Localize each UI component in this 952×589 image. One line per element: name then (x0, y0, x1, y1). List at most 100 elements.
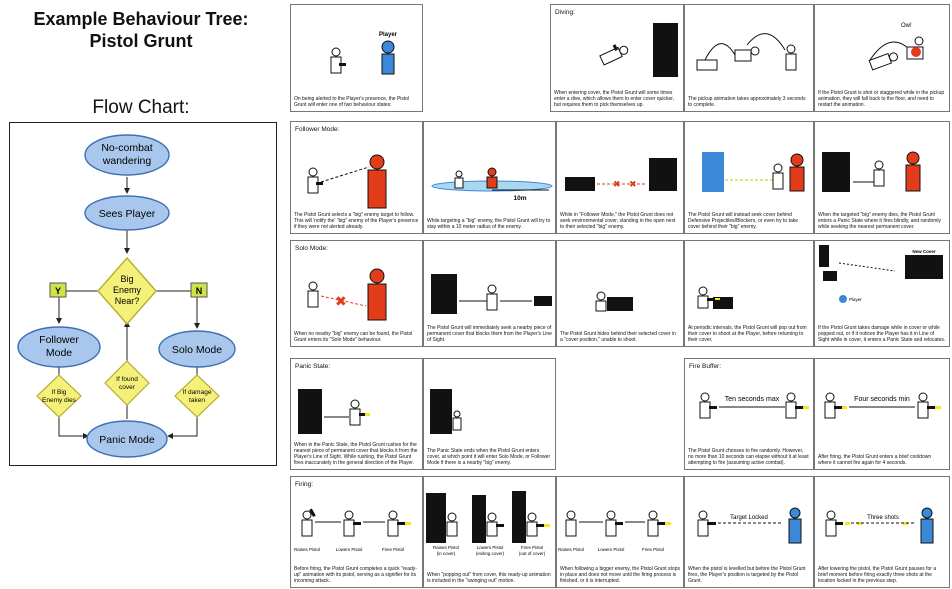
lowers-label: Lowers Pistol (336, 547, 363, 552)
decision-l2: Enemy (113, 285, 142, 295)
permanent-cover (298, 389, 322, 434)
grunt-standing (785, 44, 797, 71)
fires-label: Fires Pistol (382, 547, 404, 552)
follower-label: Follower Mode: (295, 126, 340, 133)
firing-caption-5: After lowering the pistol, the Pistol Gr… (818, 566, 937, 584)
follower-caption-1: The Pistol Grunt selects a "big" enemy t… (294, 212, 419, 230)
three-shots-label: Three shots (867, 515, 899, 521)
flow-chart: No-combat wandering Sees Player Big Enem… (9, 122, 277, 466)
intro-caption: On being alerted to the Player's presenc… (294, 96, 410, 108)
follower-caption-3: While in "Follower Mode," the Pistol Gru… (560, 212, 676, 230)
follower-caption-2: While targeting a "big" enemy, the Pisto… (427, 218, 551, 230)
fires-out-l2: (out of cover) (519, 551, 546, 556)
grunt-fires (647, 510, 671, 537)
panel-solo-5: New Cover Player If the Pistol Grunt tak… (814, 240, 950, 347)
grunt-figure (307, 281, 319, 308)
cond-cover-l1: If found (116, 376, 138, 383)
grunt-rising (734, 46, 760, 62)
panel-follower-5: When the targeted "big" enemy dies, the … (814, 121, 950, 234)
panel-solo-2: The Pistol Grunt will immediately seek a… (423, 240, 556, 347)
player-figure (381, 40, 395, 75)
follower-caption-4: The Pistol Grunt will instead seek cover… (688, 212, 799, 230)
big-enemy (367, 268, 387, 321)
panel-solo-4: At periodic intervals, the Pistol Grunt … (684, 240, 814, 347)
node-panic-label: Panic Mode (99, 434, 155, 446)
panel-follower-2: 10m While targeting a "big" enemy, the P… (423, 121, 556, 234)
firing-caption-2: When "popping out" from cover, this read… (427, 572, 551, 584)
raises-cover-l1: Raises Pistol (433, 545, 459, 550)
panel-panic-1: Panic State: When in the Panic State, th… (290, 358, 423, 470)
panic-label: Panic State: (295, 363, 331, 370)
grunt-lowers (605, 510, 623, 537)
grunt-fired (824, 392, 847, 419)
solo-caption-4: At periodic intervals, the Pistol Grunt … (688, 325, 807, 343)
cond-big-l2: Enemy dies (42, 397, 77, 404)
grunt-figure (772, 163, 784, 190)
panel-firebuffer-2: Four seconds min After firing, the Pisto… (814, 358, 950, 470)
grunt-raises (301, 508, 316, 537)
firing-caption-3: When following a bigger enemy, the Pisto… (560, 566, 680, 584)
no-label: N (196, 286, 203, 296)
panel-panic-2: The Panic State ends when the Pistol Gru… (423, 358, 556, 470)
grunt-figure (307, 167, 323, 194)
node-no-combat-l1: No-combat (101, 142, 152, 154)
cover-block (607, 297, 633, 311)
grunt-knocked (868, 52, 898, 71)
solo-caption-1: When no nearby "big" enemy can be found,… (294, 331, 413, 343)
diving-caption-3: If the Pistol Grunt is shot or staggered… (818, 90, 945, 108)
title-line-2: Pistol Grunt (89, 31, 193, 51)
arrow-to-panic-right (167, 417, 198, 439)
follower-caption-5: When the targeted "big" enemy dies, the … (818, 212, 942, 230)
grunt-crouched (595, 291, 607, 312)
no-badge (190, 282, 208, 298)
grunt-raises-cover (446, 512, 458, 537)
x-mark-2: ✖ (629, 179, 637, 189)
grunt-in-cover (452, 410, 462, 431)
solo-caption-5: If the Pistol Grunt takes damage while i… (818, 325, 946, 343)
panic-caption-1: When in the Panic State, the Pistol Grun… (294, 442, 418, 466)
old-cover (819, 245, 829, 267)
shot-1 (845, 522, 850, 525)
diving-caption-1: When entering cover, the Pistol Grunt wi… (554, 90, 675, 108)
solo-caption-3: The Pistol Grunt hides behind their sele… (560, 331, 676, 343)
new-cover-block (905, 255, 943, 279)
panel-firing-4: Target Locked When the pistol is levelle… (684, 476, 814, 588)
new-cover-label: New Cover (912, 249, 936, 254)
permanent-cover (430, 389, 452, 434)
decision-l1: Big (120, 274, 133, 284)
firebuffer-caption-1: The Pistol Grunt chooses to fire randoml… (688, 448, 809, 466)
grunt-lying (696, 59, 718, 71)
cond-found-cover (104, 360, 150, 406)
panel-firing-5: Three shots After lowering the pistol, t… (814, 476, 950, 588)
node-follower-l1: Follower (39, 334, 79, 346)
node-sees-player-label: Sees Player (99, 208, 156, 220)
hit-marker (911, 47, 921, 57)
grunt-aiming (697, 510, 716, 537)
grunt-lowers-exit (486, 512, 504, 537)
diving-label: Diving: (555, 9, 575, 16)
grunt-figure (454, 170, 464, 189)
solo-caption-2: The Pistol Grunt will immediately seek a… (427, 325, 552, 343)
panel-diving-3: Ow! If the Pistol Grunt is shot or stagg… (814, 4, 950, 112)
panel-follower-3: ✖ ✖ While in "Follower Mode," the Pistol… (556, 121, 684, 234)
lowers-exit-l1: Lowers Pistol (477, 545, 504, 550)
player-figure (920, 507, 934, 544)
panel-follower-1: Follower Mode: The Pistol Grunt selects … (290, 121, 423, 234)
target-locked-label: Target Locked (730, 515, 768, 521)
ow-label: Ow! (901, 23, 912, 29)
firebuffer-label: Fire Buffer: (689, 363, 722, 370)
raises-cover-l2: (in cover) (437, 551, 456, 556)
firebuffer-caption-2: After firing, the Pistol Grunt enters a … (818, 454, 932, 466)
player-label: Player (379, 32, 398, 38)
panic-caption-2: The Panic State ends when the Pistol Gru… (427, 448, 551, 466)
firing-label: Firing: (295, 481, 314, 488)
decision-big-enemy (97, 256, 157, 326)
cond-dmg-l2: taken (189, 397, 205, 404)
panel-intro: Player On being alerted to the Player's … (290, 4, 423, 112)
diving-grunt (599, 44, 629, 66)
panel-firing-1: Firing: Raises Pistol Lowers Pistol Fire… (290, 476, 423, 588)
ten-seconds-label: Ten seconds max (725, 396, 780, 403)
player-figure (788, 507, 802, 544)
cover-block (653, 23, 678, 77)
cond-if-big-dies (36, 374, 82, 418)
